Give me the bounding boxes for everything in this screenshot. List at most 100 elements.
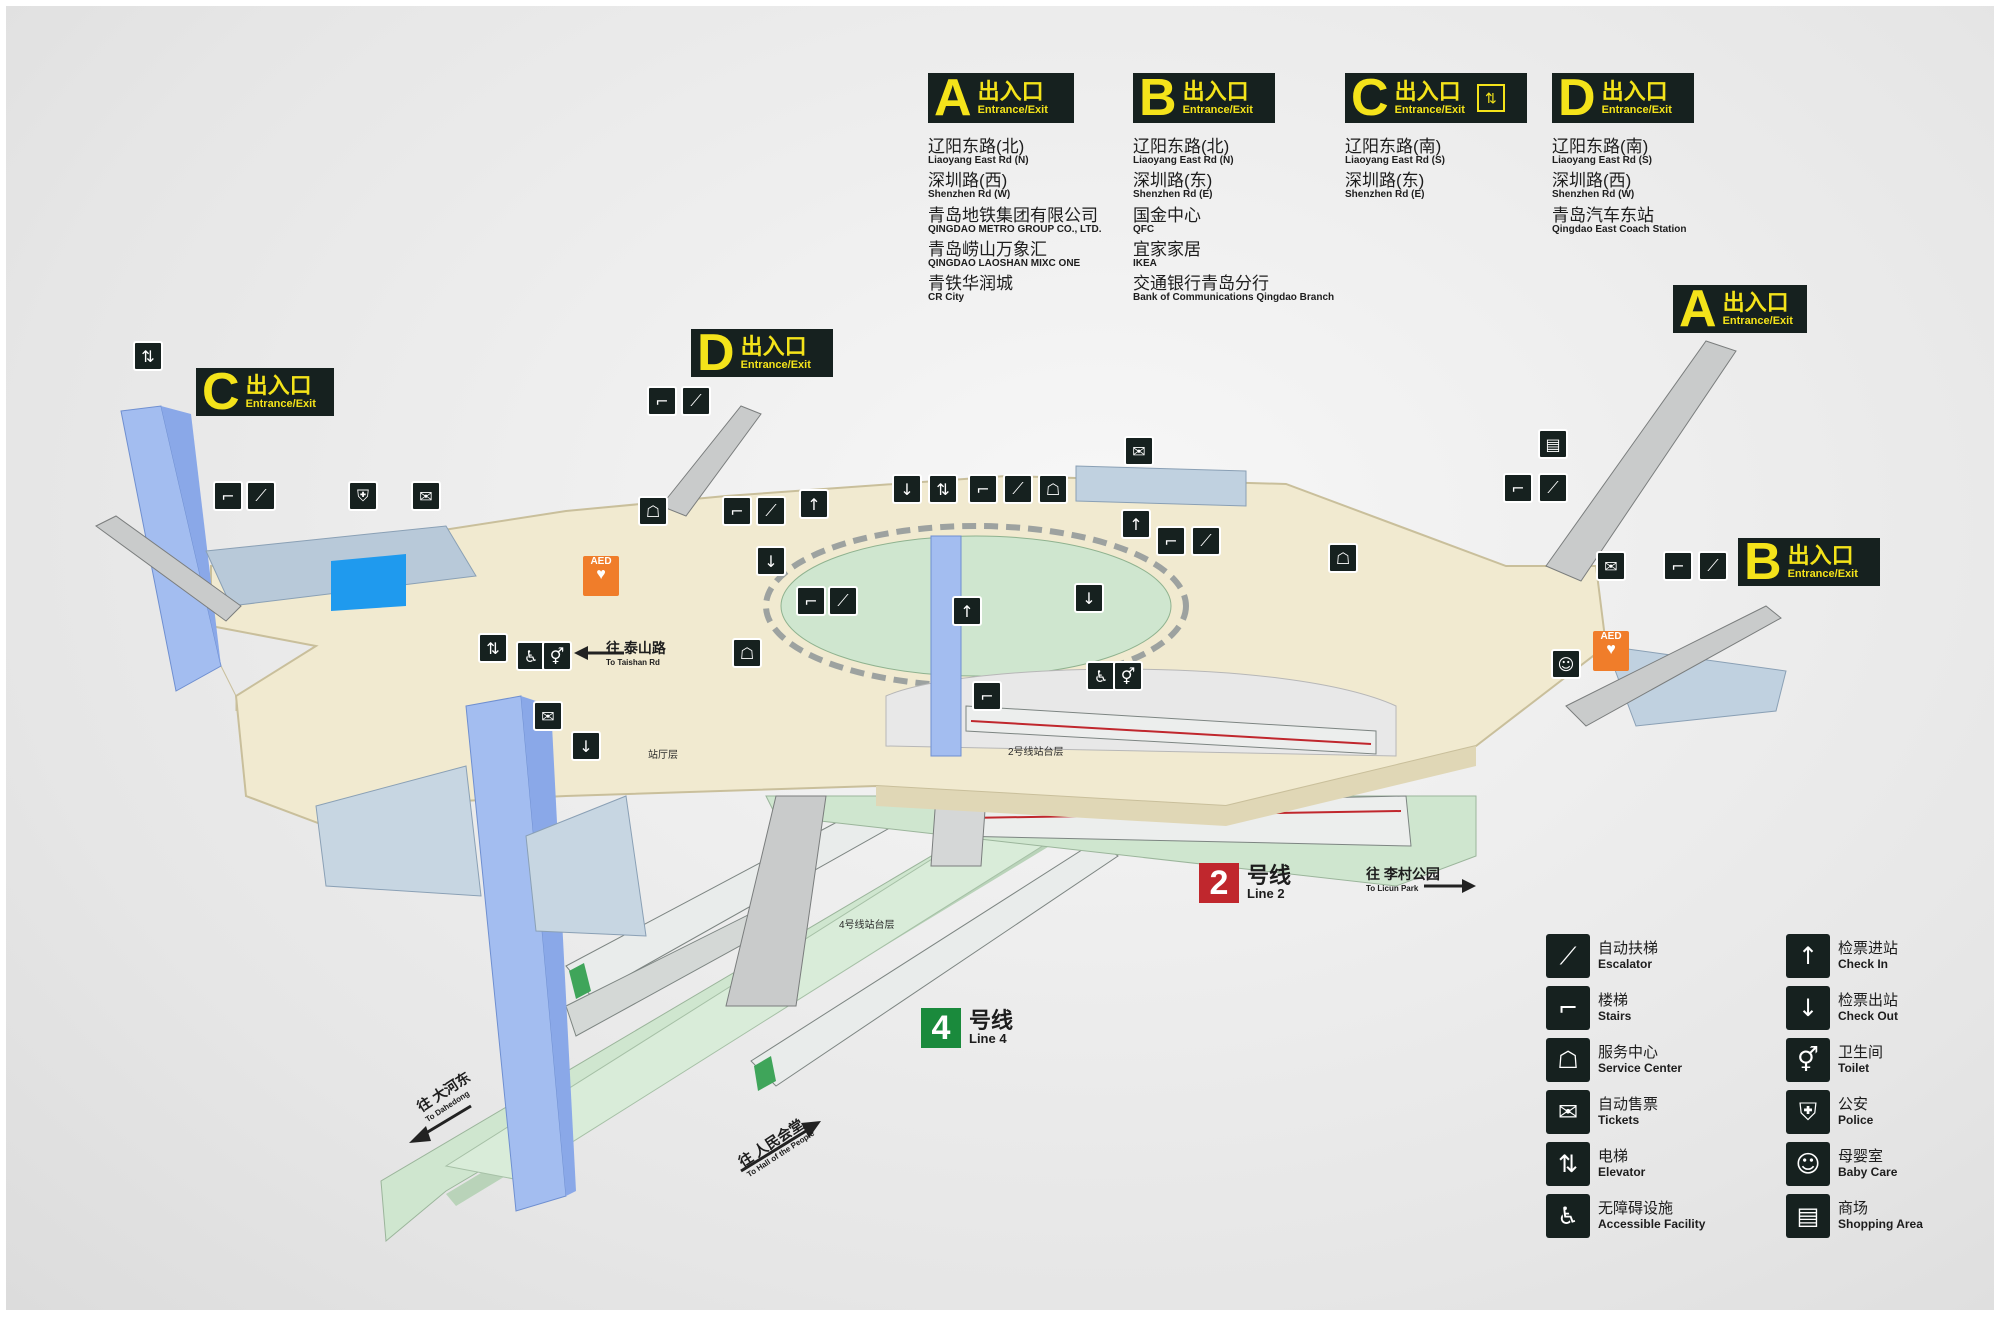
destination-cn: 辽阳东路(南) [1345,137,1442,156]
exit-header-cn: 出入口 [977,78,1044,104]
legend-cn: 自动售票 [1598,1095,1659,1113]
exit-header-cn: 出入口 [245,372,312,398]
legend-en: Check Out [1838,1009,1899,1024]
stairs-icon: ⌐ [1663,551,1693,581]
exit-header-cn: 出入口 [1787,542,1854,568]
service-center-icon: ☖ [638,496,668,526]
heart-icon: ♥ [596,566,606,583]
exit-header-en: Entrance/Exit [740,359,811,372]
stairs-exit-c [95,515,242,622]
legend-cn: 服务中心 [1598,1043,1659,1061]
elevator-icon: ⇅ [1546,1142,1590,1186]
elevator-icon: ⇅ [478,633,508,663]
toilet-icon: ⚥ [542,641,572,671]
escalator-icon: ⟋ [1698,551,1728,581]
escalator-icon: ⟋ [756,496,786,526]
exit-header-en: Entrance/Exit [977,104,1048,117]
legend-en: Check In [1838,957,1889,972]
exit-d-destinations: 辽阳东路(南)Liaoyang East Rd (S) 深圳路(西)Shenzh… [1552,138,1686,241]
elevator-icon: ⇅ [1476,84,1505,112]
tickets-icon: ✉ [533,701,563,731]
line-label-en: Line 2 [1247,885,1285,901]
building-southwest-left [315,765,482,897]
exit-letter: D [1558,69,1596,127]
heart-icon: ♥ [1606,641,1616,658]
direction-licun: 往 李村公园 To Licun Park [1366,864,1440,893]
stairs-icon: ⌐ [647,386,677,416]
legend-en: Escalator [1598,957,1653,972]
exit-header-en: Entrance/Exit [245,398,316,411]
toilet-icon: ⚥ [1113,661,1143,691]
legend-cn: 检票进站 [1838,939,1899,957]
escalator-to-line4 [725,795,827,1007]
building-southwest-right [525,795,647,937]
line-number: 2 [1199,863,1239,903]
stairs-icon: ⌐ [1503,473,1533,503]
escalator-icon: ⟋ [828,586,858,616]
exit-letter: C [1351,69,1389,127]
destination-cn: 青岛地铁集团有限公司 [928,205,1098,225]
destination-en: IKEA [1133,257,1157,269]
exit-a-destinations: 辽阳东路(北)Liaoyang East Rd (N) 深圳路(西)Shenzh… [928,138,1102,310]
line4-platform-label: 4号线站台层 [839,920,895,931]
destination-en: Bank of Communications Qingdao Branch [1133,292,1335,304]
line-number: 4 [921,1008,961,1048]
aed-label: AED [1600,631,1622,642]
shopping-icon: ▤ [1786,1194,1830,1238]
check-in-icon: ↑ [952,596,982,626]
legend-cn: 卫生间 [1838,1043,1884,1061]
exit-header-cn: 出入口 [740,333,807,359]
stairs-icon: ⌐ [796,586,826,616]
line-label-cn: 号线 [969,1007,1014,1033]
accessible-icon: ♿ [1546,1194,1590,1238]
check-out-icon: ↓ [892,474,922,504]
check-out-icon: ↓ [1074,583,1104,613]
line2-platform-label: 2号线站台层 [1008,747,1064,758]
police-icon: ⛨ [348,481,378,511]
exit-letter: A [1679,280,1717,338]
destination-cn: 深圳路(西) [928,171,1008,191]
elevator-icon: ⇅ [928,474,958,504]
tickets-icon: ✉ [411,481,441,511]
escalator-icon: ⟋ [1191,526,1221,556]
stairs-icon: ⌐ [968,474,998,504]
direction-cn: 往 泰山路 [606,640,666,656]
destination-cn: 国金中心 [1133,205,1201,225]
destination-cn: 深圳路(东) [1133,171,1213,191]
direction-cn: 往 李村公园 [1366,866,1440,882]
stairs-icon: ⌐ [1156,526,1186,556]
legend-en: Tickets [1598,1113,1640,1128]
destination-en: QINGDAO LAOSHAN MIXC ONE [928,257,1081,269]
exit-header-en: Entrance/Exit [1601,104,1672,117]
destination-cn: 辽阳东路(北) [1133,137,1230,156]
destination-en: Shenzhen Rd (W) [928,189,1011,201]
toilet-icon: ⚥ [1786,1038,1830,1082]
check-in-icon: ↑ [1786,934,1830,978]
shopping-icon: ▤ [1538,429,1568,459]
legend-cn: 电梯 [1598,1147,1629,1165]
exit-c-destinations: 辽阳东路(南)Liaoyang East Rd (S) 深圳路(东)Shenzh… [1345,138,1445,207]
exit-letter: D [697,324,735,382]
escalator-icon: ⟋ [1003,474,1033,504]
stairs-exit-b [1565,605,1782,727]
destination-en: Liaoyang East Rd (N) [1133,154,1234,166]
stairs-icon: ⌐ [1546,986,1590,1030]
escalator-icon: ⟋ [1546,934,1590,978]
destination-cn: 交通银行青岛分行 [1133,274,1269,294]
exit-letter: A [934,69,972,127]
tickets-icon: ✉ [1124,436,1154,466]
exit-header-cn: 出入口 [1722,289,1789,315]
stairs-icon: ⌐ [972,681,1002,711]
elevator-shaft-center [930,535,962,757]
destination-cn: 辽阳东路(北) [928,137,1025,156]
